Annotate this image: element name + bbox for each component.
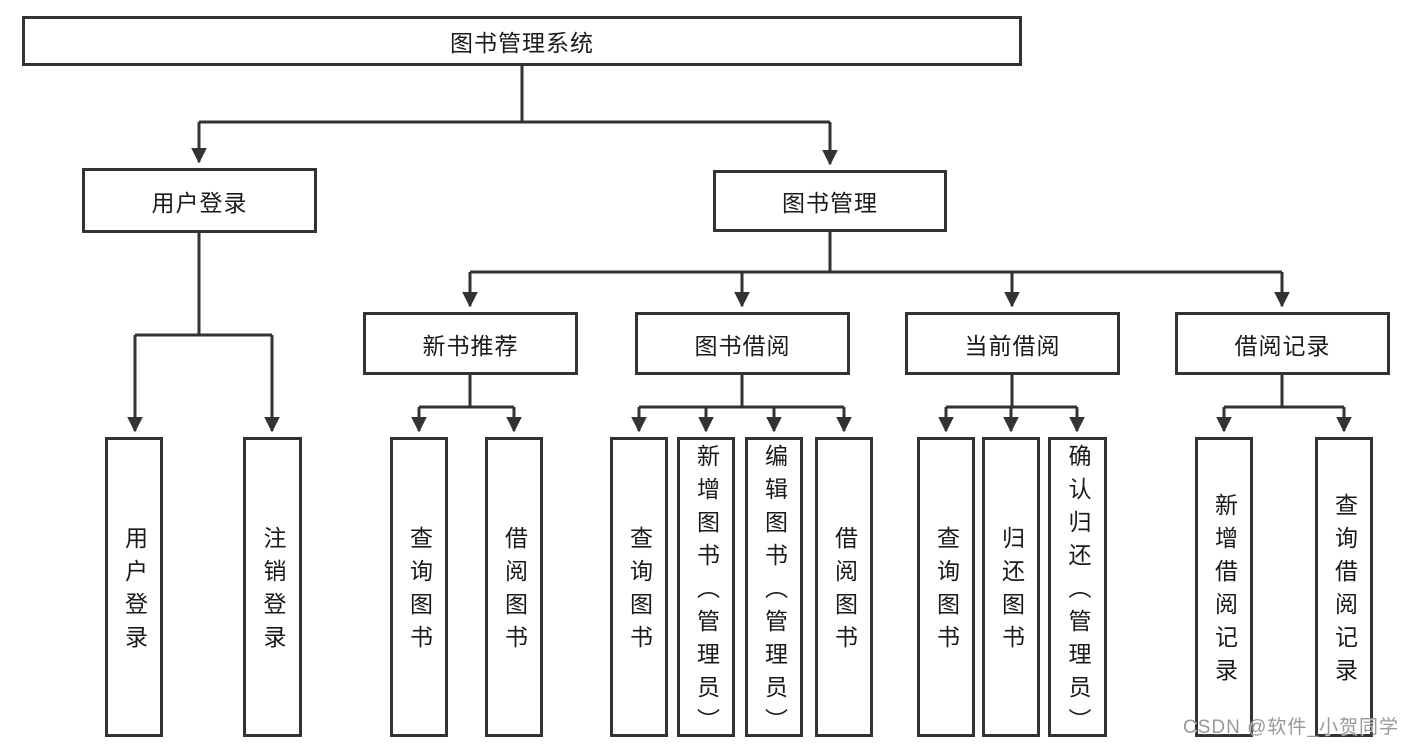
leaf-br-add-record: 新增借阅记录 <box>1195 437 1253 737</box>
leaf-bb-add-book-admin: 新增图书（管理员） <box>677 437 735 741</box>
node-book-management: 图书管理 <box>713 170 947 232</box>
leaf-bb-borrow-book: 借阅图书 <box>815 437 873 737</box>
leaf-nb-query-book: 查询图书 <box>390 437 448 737</box>
leaf-cb-confirm-return-admin: 确认归还（管理员） <box>1048 437 1107 741</box>
node-borrow-records: 借阅记录 <box>1175 312 1390 375</box>
leaf-br-query-record: 查询借阅记录 <box>1315 437 1373 737</box>
leaf-user-login: 用户登录 <box>105 437 163 737</box>
leaf-cb-query-book: 查询图书 <box>917 437 975 737</box>
leaf-bb-query-book: 查询图书 <box>610 437 668 737</box>
leaf-nb-borrow-book: 借阅图书 <box>485 437 543 737</box>
node-book-borrow: 图书借阅 <box>635 312 850 375</box>
node-user-login: 用户登录 <box>82 168 317 233</box>
leaf-bb-edit-book-admin: 编辑图书（管理员） <box>745 437 803 741</box>
leaf-logout-login: 注销登录 <box>243 437 302 737</box>
node-root: 图书管理系统 <box>22 16 1022 66</box>
leaf-cb-return-book: 归还图书 <box>982 437 1040 737</box>
node-current-borrow: 当前借阅 <box>905 312 1120 375</box>
node-new-book-recommend: 新书推荐 <box>363 312 578 375</box>
csdn-watermark: CSDN @软件_小贺同学 <box>1183 717 1399 738</box>
